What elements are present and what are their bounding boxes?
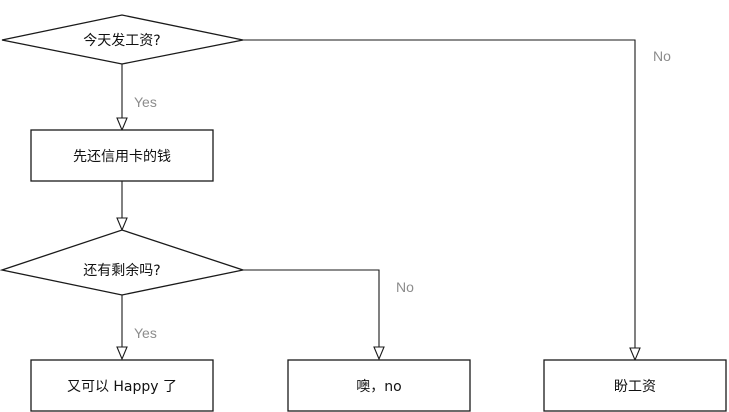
edge-label-payday-yes: Yes (134, 94, 157, 110)
outcome-wait-salary-label: 盼工资 (614, 379, 656, 395)
outcome-oh-no-node[interactable]: 噢，no (287, 359, 471, 412)
edge-label-left-no: No (396, 279, 414, 295)
outcome-happy-label: 又可以 Happy 了 (67, 379, 177, 395)
decision-diamond (1, 14, 244, 65)
outcome-box (287, 359, 471, 412)
outcome-happy-node[interactable]: 又可以 Happy 了 (30, 359, 214, 412)
decision-money-left-label: 还有剩余吗? (83, 262, 160, 279)
outcome-oh-no-label: 噢，no (356, 378, 401, 395)
arrowhead-left-no (373, 346, 385, 361)
arrowhead-card-to-left (116, 217, 128, 232)
action-pay-credit-card-label: 先还信用卡的钱 (73, 149, 171, 165)
action-pay-credit-card-node[interactable]: 先还信用卡的钱 (30, 129, 214, 182)
edge-left-no (243, 269, 380, 349)
arrowhead-payday-no (629, 347, 641, 362)
edge-label-left-yes: Yes (134, 325, 157, 341)
arrowhead-payday-yes (116, 117, 128, 132)
decision-payday-label: 今天发工资? (83, 33, 160, 49)
edge-payday-no (243, 39, 636, 348)
arrowhead-left-yes (116, 346, 128, 361)
decision-diamond (0, 229, 246, 296)
edge-label-payday-no: No (653, 48, 671, 64)
process-box (30, 129, 214, 182)
outcome-wait-salary-node[interactable]: 盼工资 (543, 359, 727, 412)
outcome-box (543, 359, 727, 412)
outcome-box (30, 359, 214, 412)
decision-money-left-node[interactable]: 还有剩余吗? (0, 229, 246, 296)
decision-payday-node[interactable]: 今天发工资? (1, 14, 244, 65)
